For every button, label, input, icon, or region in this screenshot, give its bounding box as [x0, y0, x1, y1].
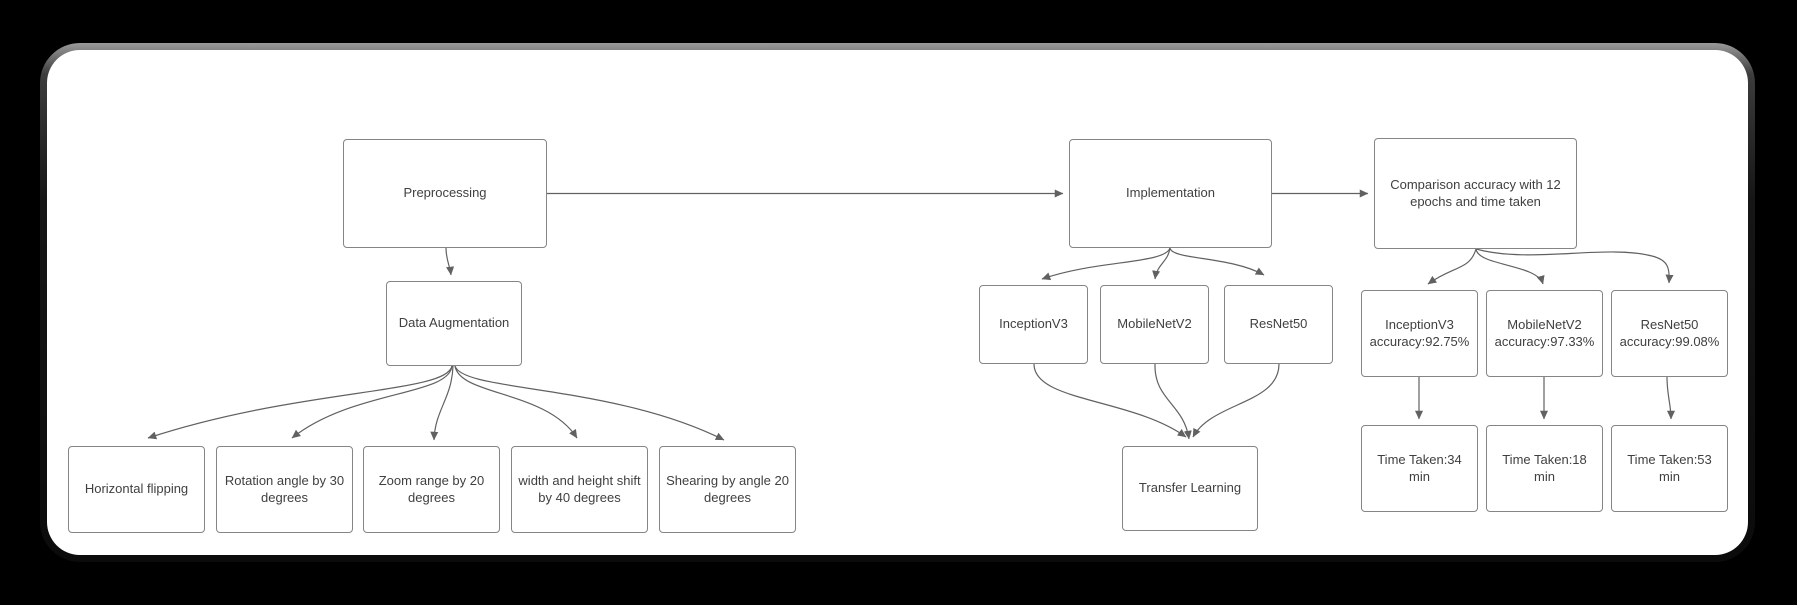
edge-comparison-acc1	[1427, 248, 1477, 285]
edge-dataaug-flipping	[147, 365, 453, 440]
edge-impl-inceptionv3	[1041, 247, 1171, 281]
edge-dataaug-shearing	[454, 365, 725, 441]
node-mobilenetv2-accuracy: MobileNetV2 accuracy:97.33%	[1486, 290, 1603, 377]
node-time-mobilenetv2: Time Taken:18 min	[1486, 425, 1603, 512]
node-data-augmentation: Data Augmentation	[386, 281, 522, 366]
node-time-mobilenetv2-label: Time Taken:18 min	[1502, 451, 1587, 484]
node-inceptionv3-accuracy: InceptionV3 accuracy:92.75%	[1361, 290, 1478, 377]
node-comparison-label: Comparison accuracy with 12 epochs and t…	[1390, 176, 1561, 209]
node-resnet50: ResNet50	[1224, 285, 1333, 364]
edge-acc3-time3	[1666, 376, 1676, 420]
node-implementation: Implementation	[1069, 139, 1272, 248]
node-horizontal-flipping: Horizontal flipping	[68, 446, 205, 533]
edge-dataaug-zoomrange	[430, 365, 454, 441]
node-rotation-label: Rotation angle by 30 degrees	[224, 472, 345, 505]
node-shift: width and height shift by 40 degrees	[511, 446, 648, 533]
node-time-resnet50: Time Taken:53 min	[1611, 425, 1728, 512]
edge-inceptionv3-transfer	[1033, 363, 1187, 438]
card-frame: Preprocessing Implementation Comparison …	[40, 43, 1755, 562]
node-preprocessing-label: Preprocessing	[403, 185, 487, 201]
node-transfer-learning: Transfer Learning	[1122, 446, 1258, 531]
node-rotation: Rotation angle by 30 degrees	[216, 446, 353, 533]
flowchart: Preprocessing Implementation Comparison …	[47, 50, 1748, 555]
flowchart-connectors	[147, 189, 1676, 441]
node-shearing: Shearing by angle 20 degrees	[659, 446, 796, 533]
node-zoom-range: Zoom range by 20 degrees	[363, 446, 500, 533]
node-time-inceptionv3: Time Taken:34 min	[1361, 425, 1478, 512]
edge-comparison-acc3	[1475, 248, 1674, 284]
node-preprocessing: Preprocessing	[343, 139, 547, 248]
node-mobilenetv2-accuracy-label: MobileNetV2 accuracy:97.33%	[1494, 316, 1595, 349]
node-implementation-label: Implementation	[1126, 185, 1215, 201]
node-inceptionv3-label: InceptionV3	[999, 316, 1068, 332]
node-time-resnet50-label: Time Taken:53 min	[1627, 451, 1712, 484]
diagram-card: Preprocessing Implementation Comparison …	[47, 50, 1748, 555]
node-time-inceptionv3-label: Time Taken:34 min	[1377, 451, 1462, 484]
node-comparison: Comparison accuracy with 12 epochs and t…	[1374, 138, 1577, 249]
edge-preprocessing-dataaug	[445, 247, 455, 276]
edge-comparison-acc2	[1475, 248, 1545, 285]
node-zoom-range-label: Zoom range by 20 degrees	[378, 472, 485, 505]
node-resnet50-label: ResNet50	[1249, 316, 1308, 332]
node-resnet50-accuracy-label: ResNet50 accuracy:99.08%	[1619, 316, 1720, 349]
edge-mobilenetv2-transfer	[1154, 363, 1192, 440]
node-shearing-label: Shearing by angle 20 degrees	[666, 472, 789, 505]
node-shift-label: width and height shift by 40 degrees	[518, 472, 641, 505]
node-data-augmentation-label: Data Augmentation	[398, 315, 510, 331]
node-mobilenetv2-label: MobileNetV2	[1117, 316, 1192, 332]
edge-dataaug-rotation	[291, 365, 453, 439]
node-inceptionv3: InceptionV3	[979, 285, 1088, 364]
node-mobilenetv2: MobileNetV2	[1100, 285, 1209, 364]
node-horizontal-flipping-label: Horizontal flipping	[84, 481, 189, 497]
node-inceptionv3-accuracy-label: InceptionV3 accuracy:92.75%	[1369, 316, 1470, 349]
edge-impl-mobilenetv2	[1152, 247, 1171, 280]
edge-dataaug-shift	[454, 365, 578, 439]
edge-impl-resnet50	[1169, 247, 1265, 276]
node-transfer-learning-label: Transfer Learning	[1138, 480, 1242, 496]
node-resnet50-accuracy: ResNet50 accuracy:99.08%	[1611, 290, 1728, 377]
edge-resnet50-transfer	[1192, 363, 1280, 438]
